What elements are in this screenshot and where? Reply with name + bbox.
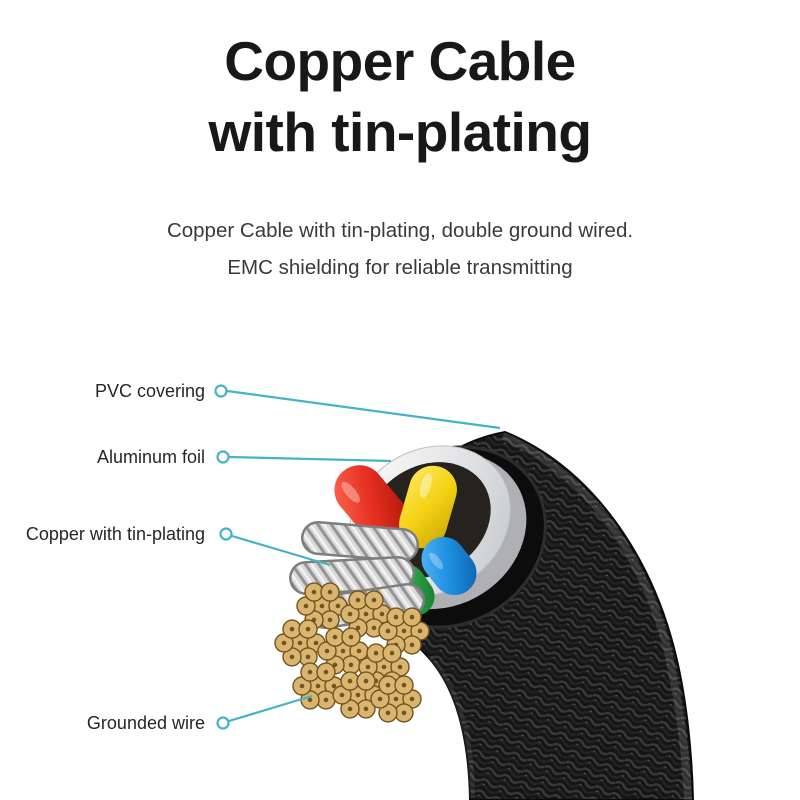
callout-dot-copper: [219, 527, 233, 541]
leader-line-foil: [228, 455, 392, 463]
wire-blue: [421, 536, 477, 596]
callout-label-aluminum-foil: Aluminum foil: [96, 447, 205, 467]
leader-line-copper: [231, 534, 331, 567]
page-title-line2: with tin-plating: [208, 101, 592, 163]
leader-line-pvc: [226, 389, 501, 430]
page-subtitle: Copper Cable with tin-plating, double gr…: [0, 212, 800, 286]
callout-dot-pvc: [214, 384, 228, 398]
callout-dot-foil: [216, 450, 230, 464]
leader-line-ground: [228, 694, 313, 723]
callout-label-copper-tin-plating: Copper with tin-plating: [25, 524, 205, 544]
subtitle-line2: EMC shielding for reliable transmitting: [227, 256, 573, 279]
callout-label-grounded-wire: Grounded wire: [86, 713, 205, 733]
callout-label-pvc-covering: PVC covering: [94, 381, 205, 401]
subtitle-line1: Copper Cable with tin-plating, double gr…: [166, 219, 634, 242]
wire-yellow: [399, 465, 457, 549]
callout-dot-ground: [216, 716, 230, 730]
wire-red: [334, 465, 408, 543]
page-title: Copper Cable with tin-plating: [0, 26, 800, 168]
page-title-line1: Copper Cable: [224, 30, 576, 92]
callout-leaders: [214, 384, 501, 730]
